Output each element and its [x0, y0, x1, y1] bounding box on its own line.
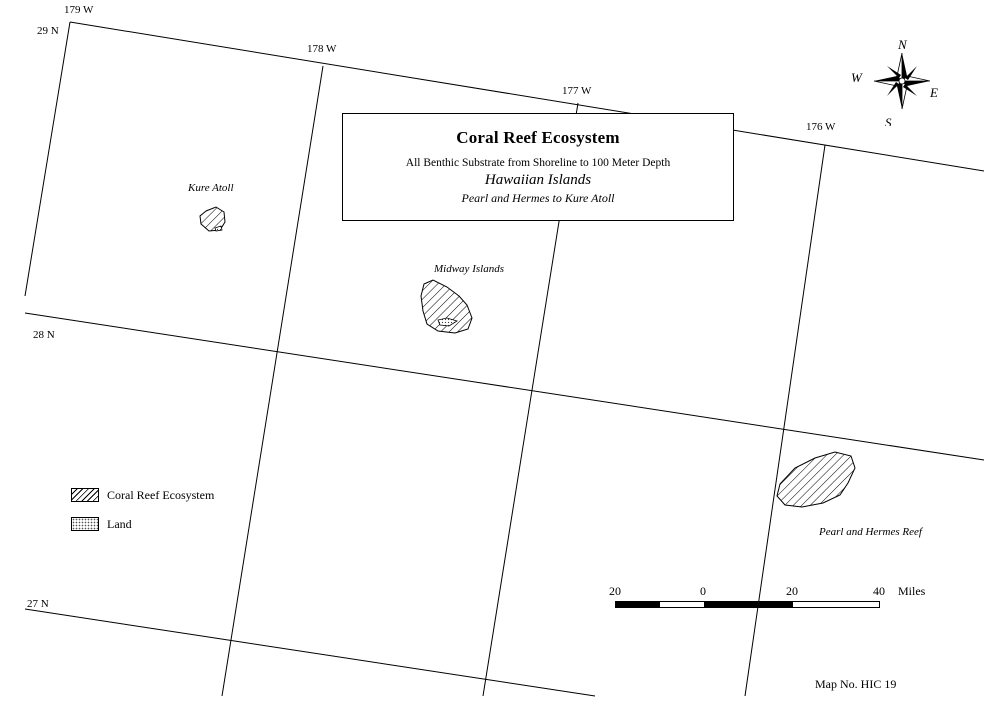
compass-east-label: E [929, 85, 938, 100]
legend-label-land: Land [107, 516, 132, 531]
latitude-line-27n [24, 608, 596, 697]
latitude-line-29n [69, 21, 985, 172]
latitude-line-28n [24, 312, 985, 461]
legend-item-land: Land [71, 515, 214, 533]
longitude-label-177w: 177 W [562, 85, 592, 97]
scale-label-0: 0 [700, 584, 706, 598]
scale-bar: 20 0 20 40 Miles [607, 584, 937, 616]
legend-item-coral-reef: Coral Reef Ecosystem [71, 486, 214, 504]
longitude-label-178w: 178 W [307, 43, 337, 55]
map-number: Map No. HIC 19 [815, 677, 897, 691]
compass-south-label: S [885, 115, 892, 126]
scale-label-20-left: 20 [609, 584, 621, 598]
scale-label-40: 40 [873, 584, 885, 598]
scale-segment [659, 601, 705, 608]
legend-swatch-land [71, 517, 99, 531]
midway-islands-land [437, 317, 458, 327]
longitude-label-179w: 179 W [64, 4, 94, 16]
longitude-line-178w [221, 65, 324, 697]
legend-swatch-coral-reef [71, 488, 99, 502]
compass-west-label: W [851, 70, 863, 85]
midway-islands-reef [420, 279, 473, 334]
scale-label-20: 20 [786, 584, 798, 598]
compass-north-label: N [897, 37, 908, 52]
legend-label-coral-reef: Coral Reef Ecosystem [107, 487, 215, 502]
map-region: Hawaiian Islands [484, 172, 592, 188]
midway-islands-label: Midway Islands [433, 263, 504, 275]
latitude-label-29n: 29 N [37, 25, 59, 37]
scale-unit-label: Miles [898, 584, 926, 598]
compass-rose-graphic: N S E W [851, 37, 938, 130]
compass-rose-icon: N S E W [850, 36, 950, 130]
scale-segment [615, 601, 660, 608]
scale-segment [704, 601, 793, 608]
scale-segment [792, 601, 880, 608]
kure-atoll-land [214, 225, 223, 232]
pearl-hermes-reef-label: Pearl and Hermes Reef [818, 526, 924, 538]
map-subtitle: All Benthic Substrate from Shoreline to … [405, 157, 671, 169]
latitude-label-28n: 28 N [33, 329, 55, 341]
legend: Coral Reef Ecosystem Land [71, 486, 214, 544]
map-area: Pearl and Hermes to Kure Atoll [461, 191, 615, 205]
longitude-line-179w [24, 21, 71, 297]
longitude-label-176w: 176 W [806, 121, 836, 133]
map-title: Coral Reef Ecosystem [456, 128, 620, 147]
kure-atoll-label: Kure Atoll [187, 182, 234, 194]
pearl-hermes-reef [776, 451, 856, 508]
latitude-label-27n: 27 N [27, 598, 49, 610]
title-box: Coral Reef Ecosystem All Benthic Substra… [342, 113, 734, 221]
